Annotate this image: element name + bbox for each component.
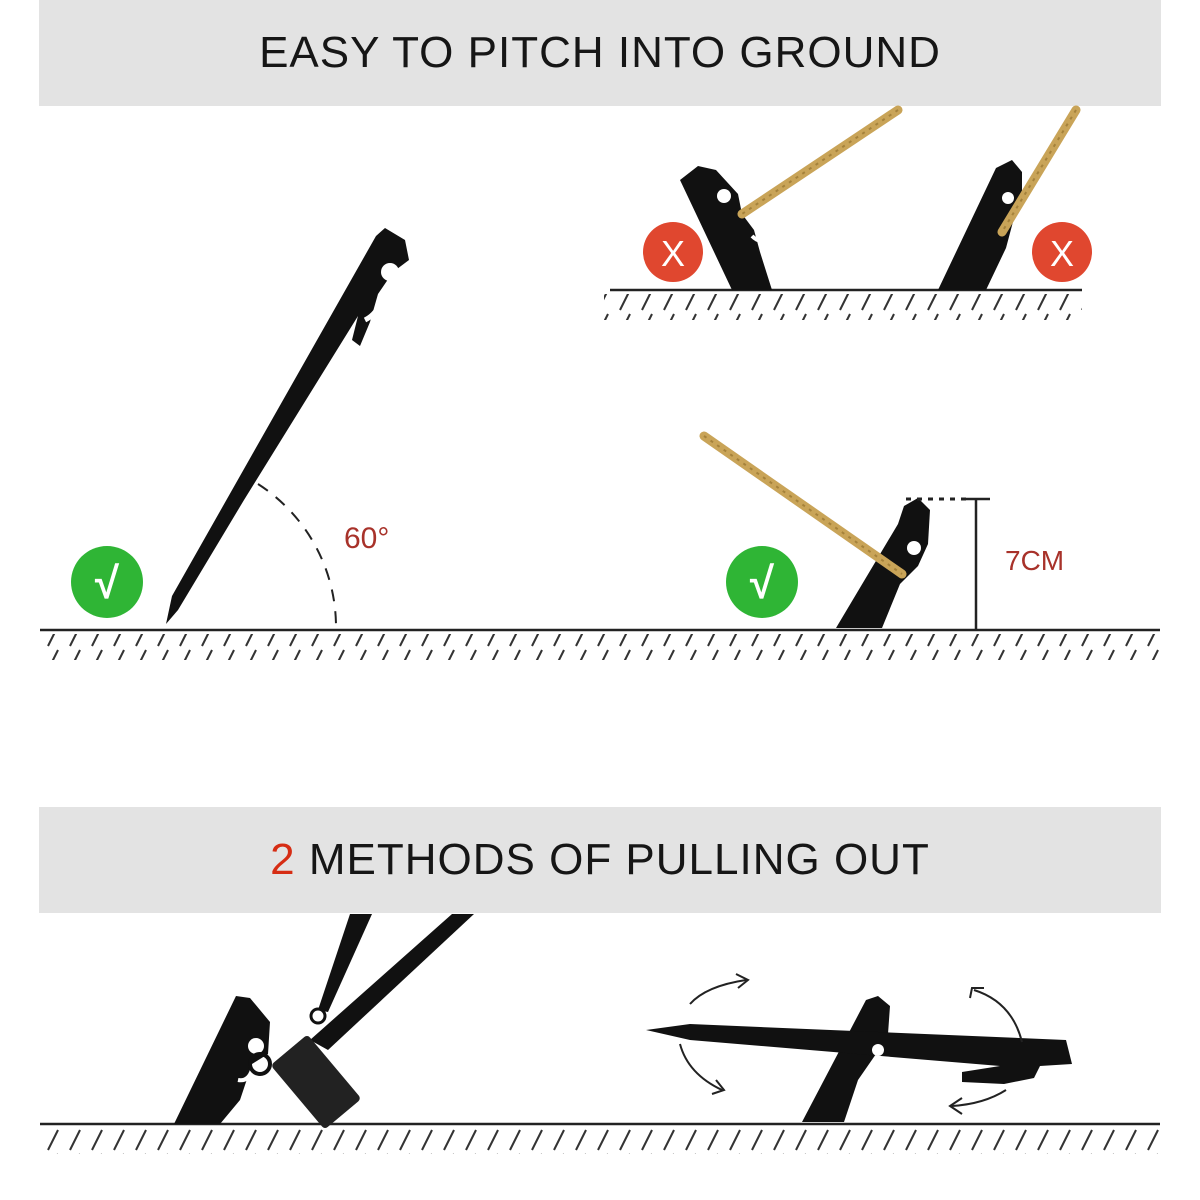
depth-label: 7CM (1005, 545, 1064, 576)
correct-badge-left: √ (71, 546, 143, 618)
stake-wrong-right-icon (938, 160, 1022, 290)
stake-pull-hook-icon (174, 996, 270, 1124)
cross-mark-icon: X (661, 233, 685, 274)
correct-badge-right: √ (726, 546, 798, 618)
wrong-badge-left: X (643, 222, 703, 282)
banner-pitch: EASY TO PITCH INTO GROUND (39, 0, 1161, 106)
cross-mark-icon: X (1050, 233, 1074, 274)
pull-heading-number: 2 (270, 835, 296, 884)
pull-heading-text: METHODS OF PULLING OUT (295, 835, 930, 884)
rope-correct (699, 431, 907, 579)
stake-wrong-left-icon (680, 166, 772, 290)
check-mark-icon: √ (95, 559, 120, 608)
stake-pull-lever-icon (802, 996, 890, 1122)
ground-bottom (40, 1122, 1160, 1154)
rotate-arrows-icon (679, 973, 1023, 1115)
banner-pull: 2 METHODS OF PULLING OUT (39, 807, 1161, 913)
angle-label: 60° (344, 522, 389, 555)
ground-main (40, 628, 1160, 660)
rope-wrong-right (997, 105, 1081, 237)
depth-dimension (906, 497, 990, 630)
pitch-heading: EASY TO PITCH INTO GROUND (259, 28, 941, 77)
check-mark-icon: √ (750, 559, 775, 608)
angle-arc (257, 483, 338, 629)
hook-tool-icon (248, 914, 474, 1128)
rope-wrong-left (737, 105, 903, 219)
wrong-badge-right: X (1032, 222, 1092, 282)
ground-small (604, 288, 1082, 320)
lever-stake-icon (646, 1024, 1072, 1084)
stake-angled-icon (166, 228, 409, 624)
pull-heading: 2 METHODS OF PULLING OUT (270, 835, 930, 885)
